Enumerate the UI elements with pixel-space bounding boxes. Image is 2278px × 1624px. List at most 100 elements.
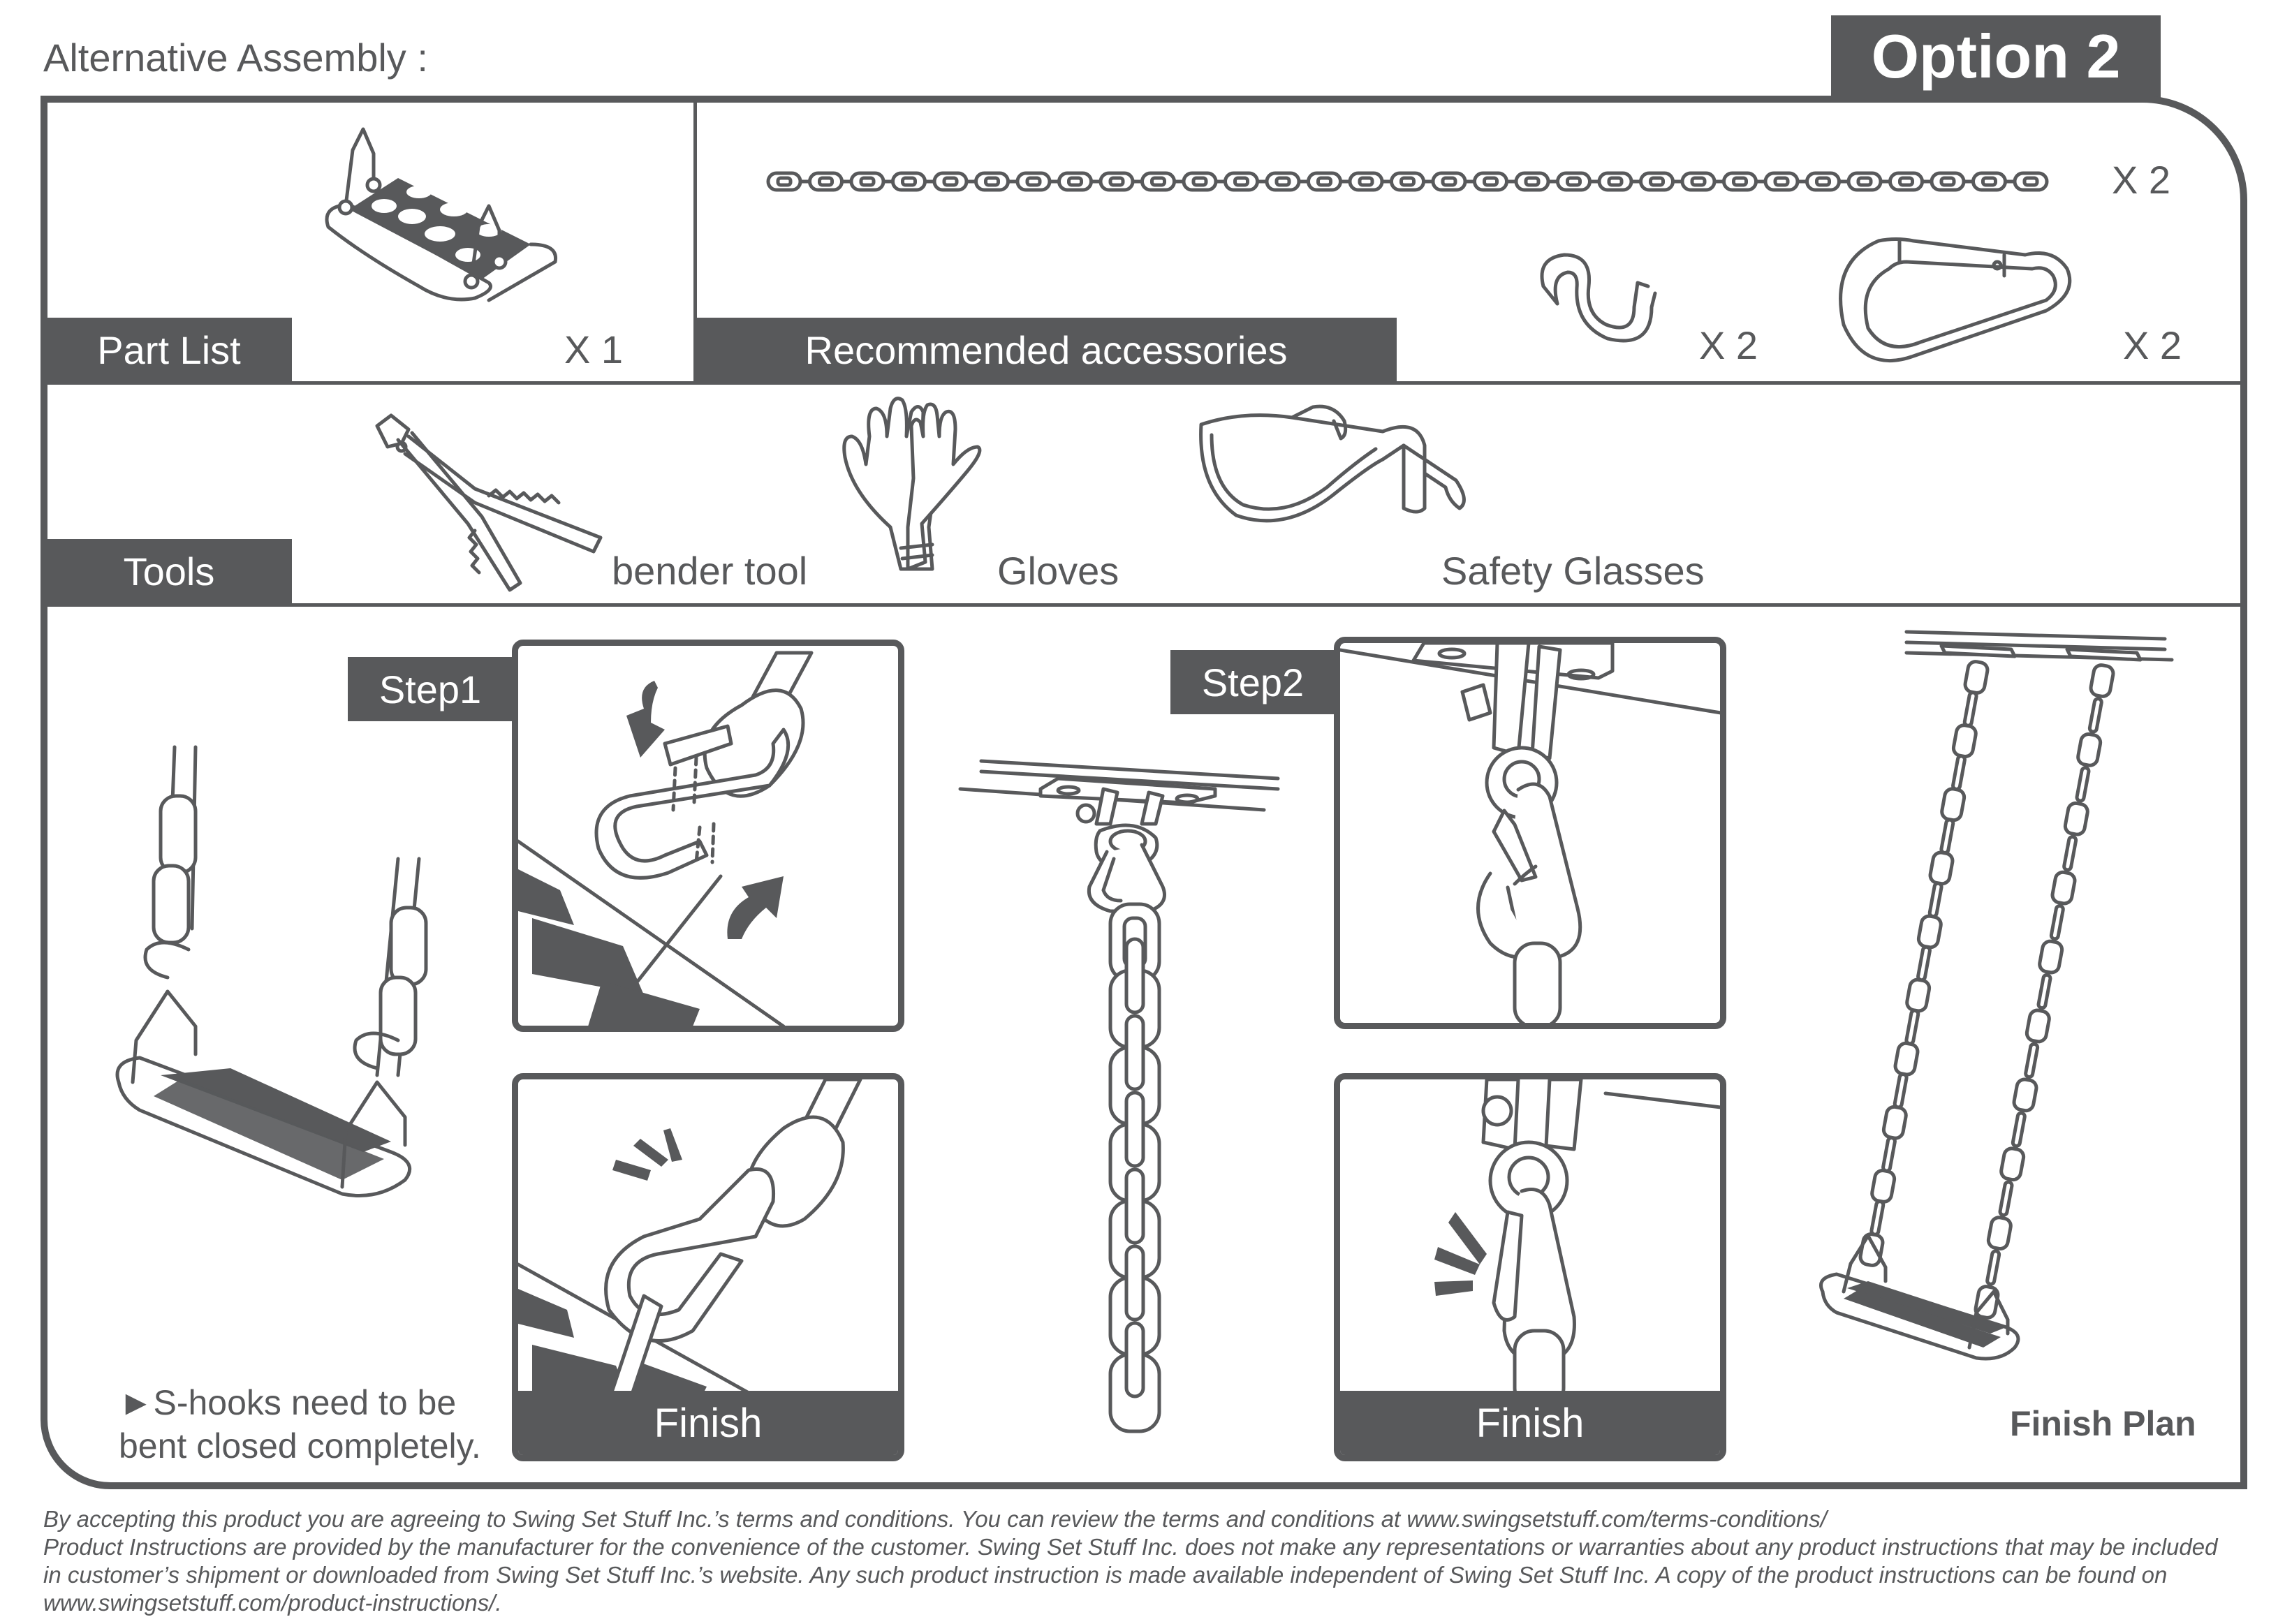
chain-link <box>1881 1105 1908 1140</box>
carabiner-quantity: X 2 <box>2123 323 2182 367</box>
chain-link-edge <box>2062 835 2078 872</box>
chain-link <box>2038 939 2064 975</box>
chain-icon <box>766 171 2049 192</box>
chain-link-inner <box>901 176 917 187</box>
chain-link <box>1307 171 1342 192</box>
chain-link-edge <box>2036 973 2052 1010</box>
chain-link-inner <box>1732 176 1748 187</box>
finish-plan-illustration <box>1819 630 2174 1361</box>
chain-link-edge <box>1124 1244 1145 1322</box>
chain-link <box>1473 171 1508 192</box>
step2-finish-label: Finish <box>1340 1391 1720 1455</box>
chain-link-inner <box>1649 176 1665 187</box>
chain-link <box>2012 1077 2038 1113</box>
chain-link <box>1098 171 1135 192</box>
chain-link-inner <box>1150 176 1166 187</box>
chain-link <box>1265 171 1301 192</box>
swing-seat-icon <box>325 127 558 302</box>
chain-link-inner <box>1191 176 1208 187</box>
chain-link <box>1348 171 1384 192</box>
footer-line-url: www.swingsetstuff.com/product-instructio… <box>43 1590 502 1616</box>
option-badge: Option 2 <box>1831 15 2161 98</box>
safety-glasses-label: Safety Glasses <box>1441 549 1705 593</box>
chain-link <box>1639 171 1675 192</box>
chain-link-edge <box>1124 1321 1145 1398</box>
chain-link-inner <box>1815 176 1831 187</box>
chain-link-edge <box>1124 937 1145 1014</box>
chain-link-inner <box>1316 176 1332 187</box>
chain-link-edge <box>1951 754 1967 791</box>
chain-link <box>1015 171 1052 192</box>
chain-link-inner <box>1025 176 1042 187</box>
tools-label: Tools <box>46 539 292 604</box>
chain-link <box>1514 171 1550 192</box>
footer-line-terms: By accepting this product you are agreei… <box>43 1506 1827 1532</box>
chain-link-edge <box>1962 691 1978 728</box>
ceiling-mount-chain-illustration <box>958 759 1280 1433</box>
chain-link <box>1390 171 1425 192</box>
chain-link <box>1928 850 1955 886</box>
chain-link-edge <box>1904 1008 1920 1046</box>
chain-link <box>1805 171 1841 192</box>
chain-link-edge <box>1869 1199 1886 1237</box>
chain-quantity: X 2 <box>2112 158 2171 202</box>
step2-panel-before <box>1334 637 1726 1029</box>
chain-link-edge <box>1998 1180 2014 1217</box>
step1-finish-label: Finish <box>518 1391 898 1455</box>
chain-link <box>1940 787 1967 822</box>
chain-link-edge <box>2024 1042 2040 1079</box>
s-hook-note: ►S-hooks need to be bent closed complete… <box>119 1381 481 1468</box>
chain-link <box>1999 1146 2026 1182</box>
note-marker-icon: ► <box>119 1383 154 1422</box>
chain-link <box>2013 171 2049 192</box>
chain-link-inner <box>1108 176 1125 187</box>
chain-link <box>1858 1232 1885 1267</box>
chain-link-inner <box>1441 176 1457 187</box>
chain-link-edge <box>1124 1014 1145 1091</box>
part-quantity: X 1 <box>564 327 624 371</box>
step2-label: Step2 <box>1170 650 1335 714</box>
chain-link-inner <box>1939 176 1956 187</box>
chain-link <box>1971 171 2007 192</box>
chain-link-edge <box>1124 1091 1145 1168</box>
chain-link <box>766 171 802 192</box>
chain-link-edge <box>1985 1249 2001 1286</box>
step1-label: Step1 <box>348 657 513 721</box>
chain-link-inner <box>1856 176 1873 187</box>
step1-panel-finish: Finish <box>512 1073 904 1461</box>
note-line-1: S-hooks need to be <box>153 1383 457 1422</box>
chain-link <box>808 171 844 192</box>
chain-link-inner <box>1274 176 1291 187</box>
chain-link <box>849 171 886 192</box>
accessories-label: Recommended accessories <box>696 318 1397 383</box>
legal-footer: By accepting this product you are agreei… <box>43 1505 2250 1617</box>
chain-link-edge <box>1939 818 1955 855</box>
bender-tool-icon <box>375 413 603 592</box>
chain-link-inner <box>776 176 793 187</box>
chain-link <box>1888 171 1924 192</box>
chain-link <box>1893 1041 1920 1077</box>
chain-link <box>1140 171 1176 192</box>
footer-line-disclaimer: Product Instructions are provided by the… <box>43 1534 2218 1560</box>
chain-link <box>1930 171 1966 192</box>
chain-link-edge <box>1893 1072 1909 1109</box>
chain-link-inner <box>1483 176 1499 187</box>
chain-link-inner <box>1358 176 1374 187</box>
chain-link <box>1963 660 1990 695</box>
chain-link <box>1057 171 1093 192</box>
chain-link <box>1223 171 1259 192</box>
chain-link <box>2025 1008 2051 1044</box>
note-line-2: bent closed completely. <box>119 1426 481 1466</box>
chain-link-inner <box>818 176 834 187</box>
chain-link <box>1556 171 1592 192</box>
chain-link-inner <box>1690 176 1707 187</box>
chain-link <box>2089 663 2115 698</box>
instruction-frame <box>41 96 2247 1489</box>
gloves-icon <box>842 397 982 571</box>
chain-link <box>1870 1169 1897 1204</box>
chain-link-inner <box>1773 176 1790 187</box>
chain-link <box>2076 732 2103 767</box>
safety-glasses-icon <box>1199 404 1466 523</box>
chain-link-inner <box>1981 176 1997 187</box>
swing-with-chains-illustration <box>115 745 428 1197</box>
